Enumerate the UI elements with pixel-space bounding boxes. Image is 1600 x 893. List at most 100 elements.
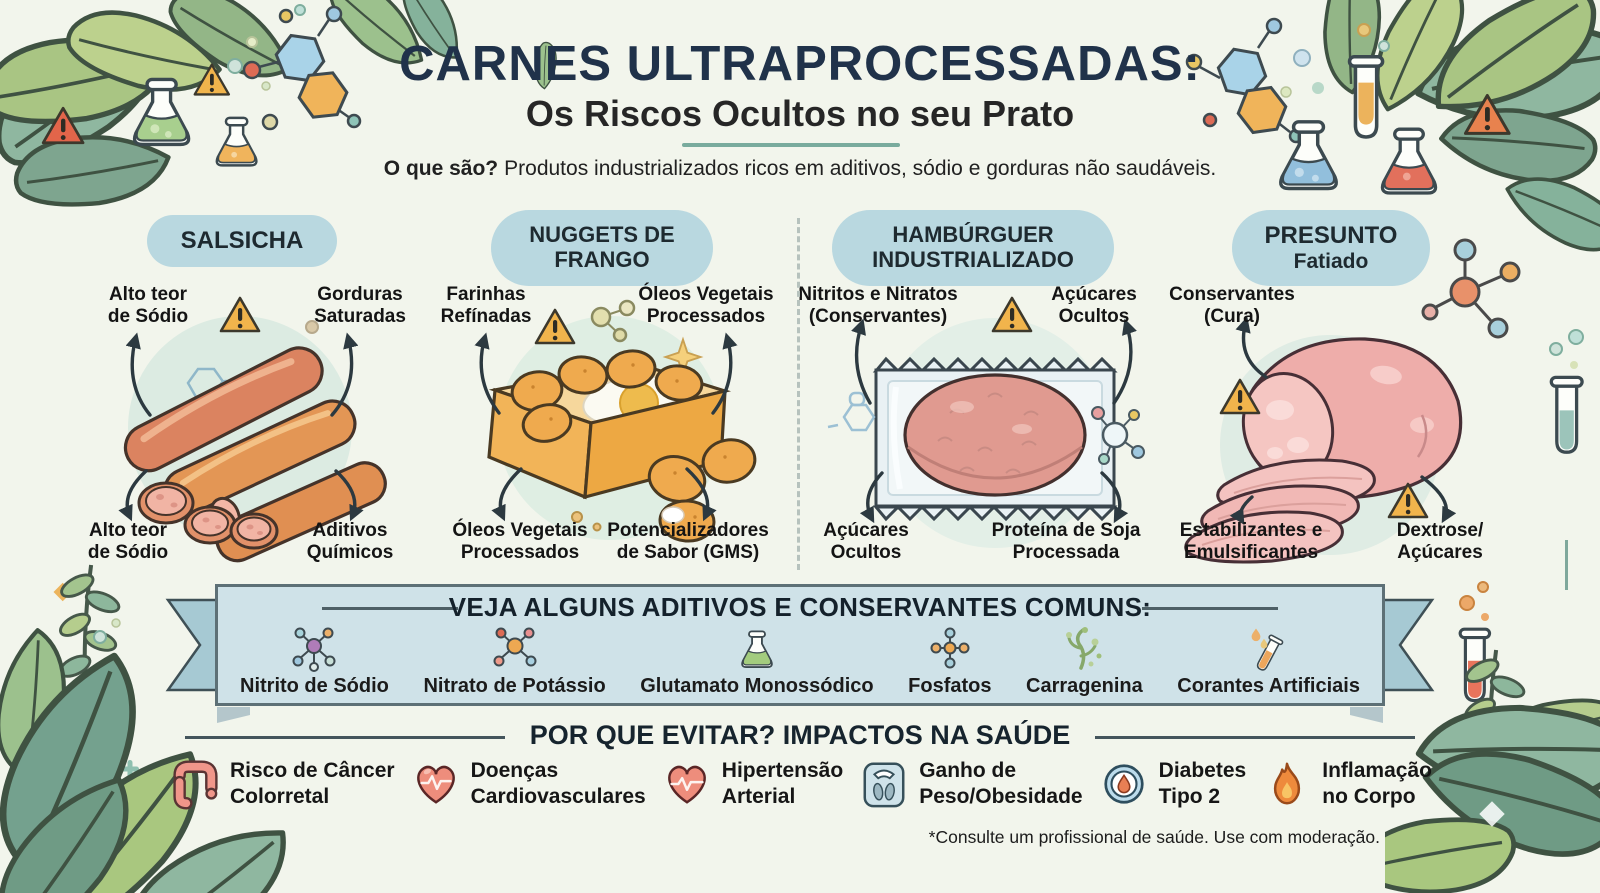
title-underline <box>682 143 900 147</box>
flask-green-icon <box>741 630 773 668</box>
arrow-up <box>851 318 872 405</box>
ribbon-title: VEJA ALGUNS ADITIVOS E CONSERVANTES COMU… <box>448 592 1152 622</box>
flask-icon <box>1380 127 1438 195</box>
arrow-down <box>1229 495 1254 526</box>
list-item: Nitrito de Sódio <box>240 626 389 698</box>
health-label: Risco de Câncer Colorretal <box>230 759 395 808</box>
health-rule-left <box>185 736 505 739</box>
pill-label: FRANGO <box>554 247 650 272</box>
factor-label: Açúcares Ocultos <box>1051 284 1137 328</box>
arrow-down <box>859 471 884 524</box>
health-label: Inflamação no Corpo <box>1322 759 1432 808</box>
health-label: Ganho de Peso/Obesidade <box>919 759 1083 808</box>
bubble-icon <box>227 4 306 91</box>
hamburger-illustration <box>827 296 1145 548</box>
flask-icon <box>1279 120 1338 191</box>
health-title: POR QUE EVITAR? IMPACTOS NA SAÚDE <box>529 720 1071 750</box>
factor-label: Açúcares Ocultos <box>823 520 909 564</box>
nuggets-illustration <box>474 299 757 543</box>
nuggets-box <box>487 349 757 543</box>
pill-label: PRESUNTO <box>1264 221 1398 249</box>
molecule-icon <box>827 391 876 432</box>
factor-label: Alto teor de Sódio <box>87 520 169 564</box>
list-item: Inflamação no Corpo <box>1262 758 1432 810</box>
pill-hamburguer: HAMBÚRGUER INDUSTRIALIZADO <box>832 210 1114 286</box>
line-decoration <box>1565 540 1568 590</box>
decoration-bottom-right <box>1385 581 1600 893</box>
flask-icon <box>132 77 191 147</box>
factor-label: Nitritos e Nitratos (Conservantes) <box>798 284 958 328</box>
test-tube-icon <box>1549 375 1584 454</box>
column-divider <box>797 218 800 570</box>
bubble-icon <box>93 618 121 644</box>
factor-label: Alto teor de Sódio <box>107 284 189 328</box>
additive-label: Corantes Artificiais <box>1177 675 1360 697</box>
additive-label: Carragenina <box>1026 675 1143 697</box>
intro-question: O que são? <box>383 157 499 180</box>
decoration-right-test-tube <box>1549 329 1584 590</box>
molecule-icon <box>1421 238 1521 339</box>
additive-label: Glutamato Monossódico <box>640 675 874 697</box>
page-subtitle: Os Riscos Ocultos no seu Prato <box>525 93 1075 134</box>
scale-icon <box>863 762 905 808</box>
ham-illustration <box>1184 316 1463 564</box>
health-rule-right <box>1095 736 1415 739</box>
sausages <box>123 346 387 563</box>
pill-salsicha: SALSICHA <box>147 215 337 267</box>
list-item: Fosfatos <box>908 626 991 698</box>
pill-label: SALSICHA <box>180 226 304 254</box>
salsicha-illustration <box>118 296 387 563</box>
pill-label: NUGGETS DE <box>529 222 675 248</box>
pill-nuggets: NUGGETS DE FRANGO <box>491 210 713 286</box>
molecule-purple-icon <box>292 627 336 672</box>
factor-label: Dextrose/ Açúcares <box>1396 520 1484 564</box>
ribbon-rule-left <box>322 607 458 610</box>
arrow-down <box>1100 471 1129 524</box>
factor-label: Potencializadores de Sabor (GMS) <box>607 520 769 564</box>
ham <box>1184 337 1463 564</box>
patty-package <box>872 356 1118 522</box>
ribbon-rule-right <box>1142 607 1278 610</box>
factor-label: Aditivos Químicos <box>306 520 394 564</box>
heart-ecg-icon <box>416 765 455 804</box>
additive-label: Fosfatos <box>908 675 992 697</box>
drop-circle-icon <box>1104 764 1144 804</box>
flame-icon <box>1274 762 1301 805</box>
arrow-down <box>334 469 364 522</box>
arrow-down <box>1420 475 1457 524</box>
list-item: Ganho de Peso/Obesidade <box>859 758 1083 810</box>
arrow-up <box>125 332 152 417</box>
disclaimer-footnote: *Consulte um profissional de saúde. Use … <box>928 827 1380 847</box>
colon-icon <box>173 760 218 810</box>
arrow-down <box>118 469 148 522</box>
health-label: Doenças Cardiovasculares <box>470 759 646 808</box>
list-item: Diabetes Tipo 2 <box>1099 758 1246 810</box>
decoration-top-left <box>0 0 567 225</box>
bubble-icon <box>1549 342 1563 356</box>
arrow-up <box>330 332 359 417</box>
bubble-icon <box>1568 329 1584 345</box>
arrow-up <box>1235 316 1268 379</box>
additive-label: Nitrato de Potássio <box>423 675 606 697</box>
pill-sublabel: Fatiado <box>1293 249 1369 273</box>
list-item: Nitrato de Potássio <box>423 626 606 698</box>
factor-label: Óleos Vegetais Processados <box>638 284 774 328</box>
health-impacts-list: Risco de Câncer Colorretal Doenças Cardi… <box>170 758 1432 810</box>
arrow-up <box>711 332 738 415</box>
arrow-down <box>491 467 523 522</box>
list-item: Hipertensão Arterial <box>662 758 843 810</box>
page-title: CARNES ULTRAPROCESSADAS: <box>399 37 1201 91</box>
factor-label: Conservantes (Cura) <box>1169 284 1295 328</box>
molecule-icon <box>1091 406 1145 465</box>
arrow-up <box>474 332 501 415</box>
additive-label: Nitrito de Sódio <box>240 675 389 697</box>
molecule-icon <box>590 299 636 343</box>
heart-pulse-icon <box>667 765 706 804</box>
health-label: Hipertensão Arterial <box>721 759 844 808</box>
decoration-top-right <box>1185 0 1600 277</box>
pill-presunto: PRESUNTO Fatiado <box>1232 210 1430 286</box>
seaweed-icon <box>1066 627 1102 670</box>
factor-label: Gorduras Saturadas <box>314 284 406 328</box>
additives-list: Nitrito de Sódio Nitrato de Potássio Glu… <box>240 624 1360 698</box>
factor-label: Farinhas Refínadas <box>440 284 532 328</box>
